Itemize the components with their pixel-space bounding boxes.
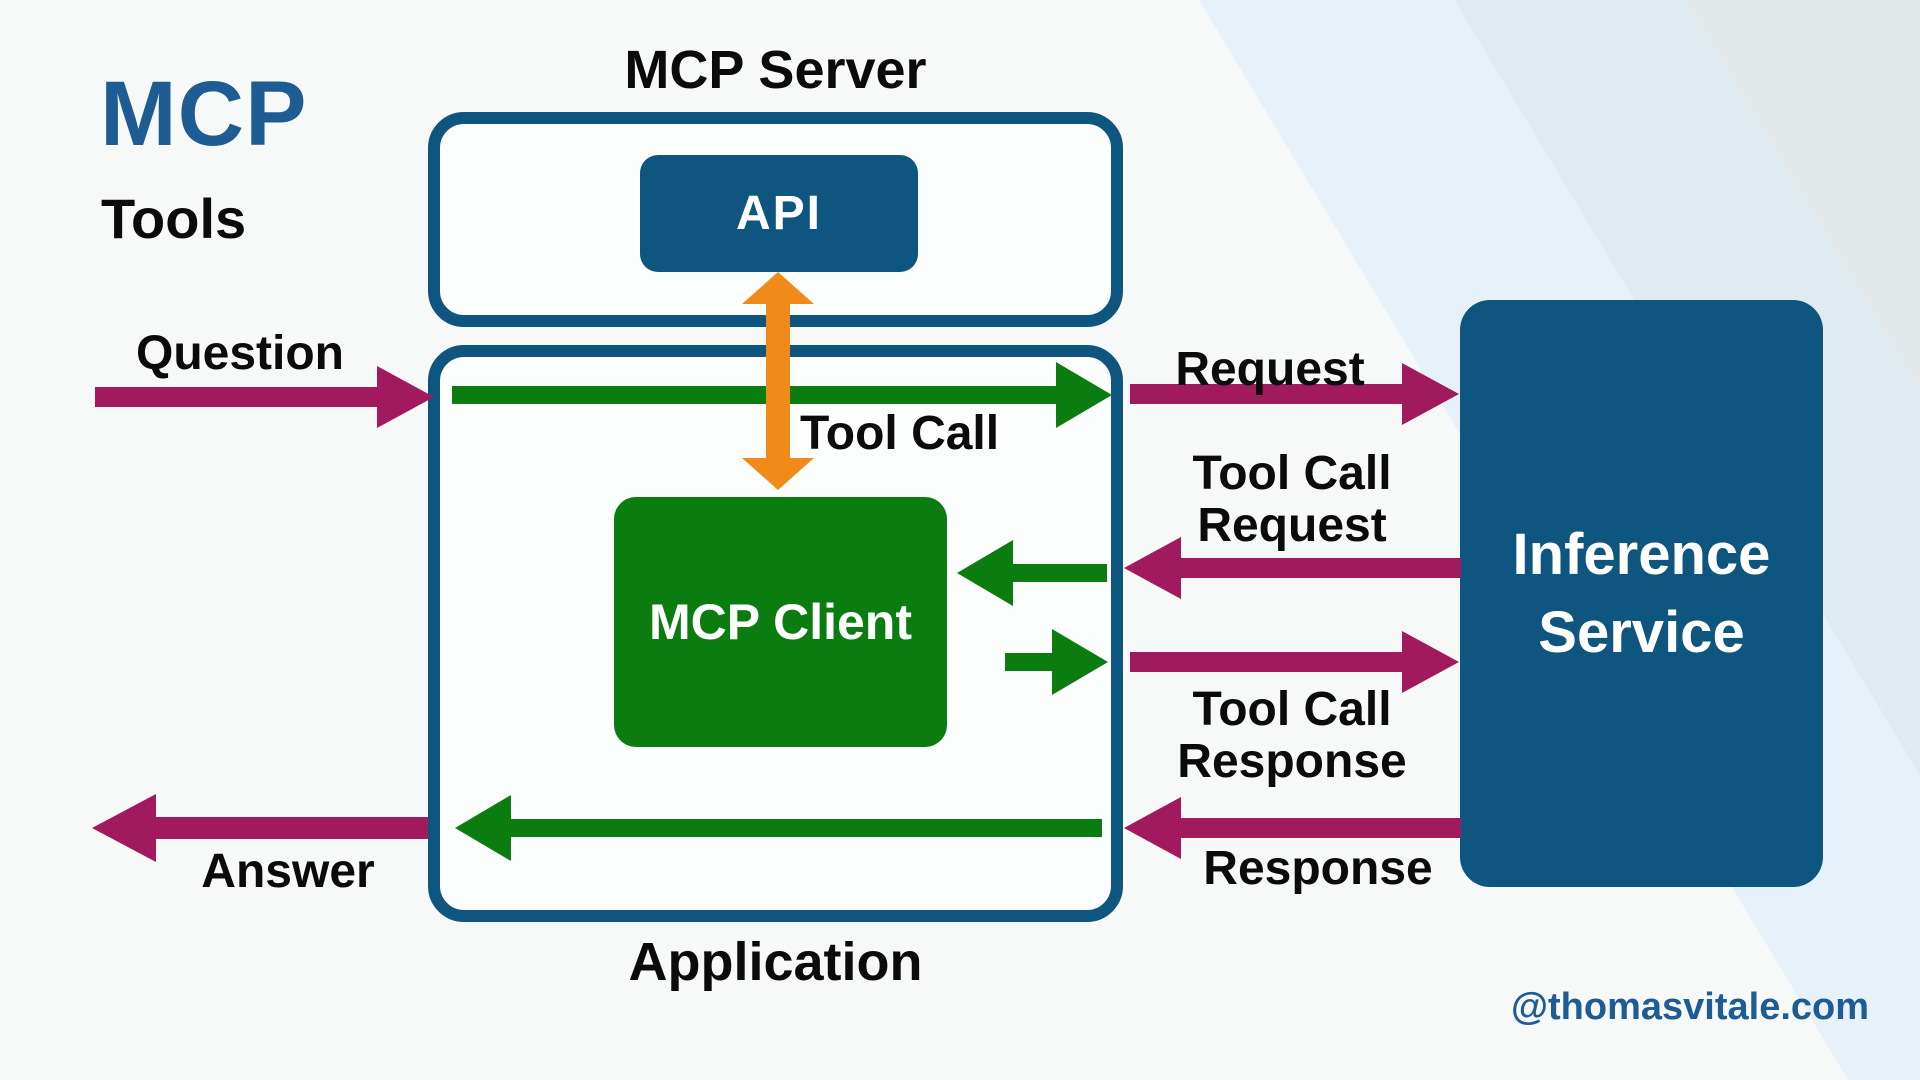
response-arrow (1124, 797, 1461, 859)
tool-call-bidirectional-arrow (742, 272, 814, 490)
mcp-client-node: MCP Client (614, 497, 947, 747)
answer-label: Answer (201, 845, 375, 898)
question-label: Question (135, 327, 344, 380)
app-forward-arrow (452, 362, 1112, 428)
app-forward-arrow-shaft (452, 386, 1056, 404)
inference-service-node: Inference Service (1460, 300, 1823, 887)
tool-call-request-label-line2: Request (1197, 499, 1387, 552)
request-arrow-shaft (1130, 384, 1402, 404)
api-node-label: API (735, 187, 822, 240)
client-outbound-arrow-shaft (1005, 653, 1052, 671)
application-label: Application (628, 932, 923, 992)
tool-call-arrow-down-head (742, 458, 814, 490)
client-outbound-arrow-head (1052, 629, 1108, 695)
tool-call-arrow-up-head (742, 272, 814, 304)
tool-call-request-arrow-shaft (1181, 558, 1461, 578)
request-label: Request (1175, 343, 1365, 396)
client-inbound-arrow-shaft (1013, 564, 1107, 582)
request-arrow (1130, 363, 1459, 425)
tool-call-label: Tool Call (800, 407, 1000, 460)
tool-call-response-arrow-shaft (1130, 652, 1402, 672)
question-arrow (95, 366, 434, 428)
inference-service-label-line2: Service (1538, 599, 1745, 665)
tool-call-request-label-line1: Tool Call (1192, 447, 1392, 500)
question-arrow-head (377, 366, 434, 428)
answer-arrow (92, 794, 428, 862)
app-return-arrow-head (455, 795, 511, 861)
mcp-client-label: MCP Client (649, 594, 912, 650)
tool-call-request-arrow (1124, 537, 1461, 599)
tool-call-arrow-shaft (766, 304, 790, 458)
page-title: MCP (100, 63, 308, 165)
author-credit: @thomasvitale.com (1510, 986, 1870, 1028)
mcp-server-label: MCP Server (624, 40, 927, 100)
tool-call-response-label-line2: Response (1177, 735, 1407, 788)
tool-call-request-label: Tool Call Request (1142, 448, 1442, 552)
tool-call-response-arrow (1130, 631, 1459, 693)
answer-arrow-shaft (156, 817, 428, 839)
response-arrow-head (1124, 797, 1181, 859)
client-inbound-arrow (957, 540, 1107, 606)
response-arrow-shaft (1181, 818, 1461, 838)
tool-call-response-label: Tool Call Response (1142, 684, 1442, 788)
app-forward-arrow-head (1056, 362, 1112, 428)
inference-service-label-line1: Inference (1512, 521, 1771, 587)
response-label: Response (1203, 842, 1433, 895)
client-inbound-arrow-head (957, 540, 1013, 606)
app-return-arrow (455, 795, 1102, 861)
app-return-arrow-shaft (511, 819, 1102, 837)
client-outbound-arrow (1005, 629, 1108, 695)
request-arrow-head (1402, 363, 1459, 425)
tool-call-response-arrow-head (1402, 631, 1459, 693)
tool-call-response-label-line1: Tool Call (1192, 683, 1392, 736)
answer-arrow-head (92, 794, 156, 862)
tool-call-request-arrow-head (1124, 537, 1181, 599)
page-subtitle: Tools (101, 187, 247, 250)
question-arrow-shaft (95, 387, 377, 407)
api-node: API (640, 155, 918, 272)
